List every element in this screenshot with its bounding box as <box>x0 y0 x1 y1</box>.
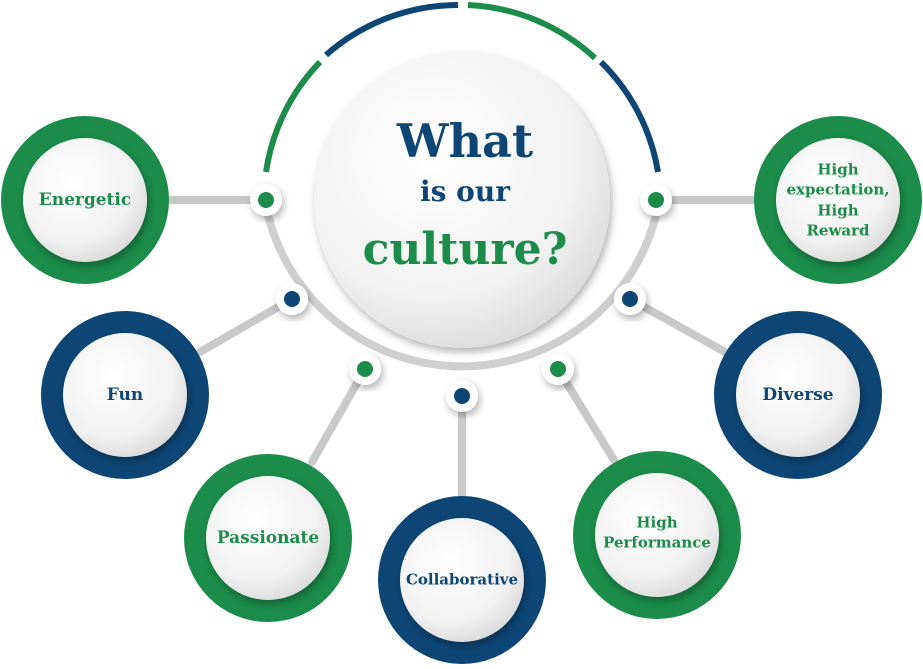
node-discs <box>1 116 922 664</box>
dot-collaborative <box>446 380 478 412</box>
connector-high-performance <box>554 365 618 464</box>
dot-high-performance <box>542 353 574 385</box>
dot-fun <box>276 283 308 315</box>
dot-diverse <box>614 283 646 315</box>
ring-segment-1 <box>324 2 459 58</box>
connectors <box>164 196 760 504</box>
node-collaborative <box>378 496 546 664</box>
node-fun <box>41 311 209 479</box>
center-disc <box>314 52 610 348</box>
center-title-line1: What <box>396 114 534 168</box>
label-passionate: Passionate <box>216 527 320 548</box>
dot-energetic <box>250 184 282 216</box>
label-fun: Fun <box>106 384 144 405</box>
node-diverse <box>714 311 882 479</box>
connector-passionate <box>308 365 369 466</box>
dot-passionate <box>349 353 381 385</box>
label-collaborative: Collaborative <box>405 570 519 589</box>
node-passionate <box>184 454 352 622</box>
ring-segment-4 <box>263 59 323 173</box>
ring-segment-3 <box>598 59 661 173</box>
connector-diverse <box>626 295 729 356</box>
ring-segment-2 <box>467 2 598 61</box>
label-energetic: Energetic <box>38 189 132 210</box>
center-title-line2: is our <box>420 175 510 208</box>
label-diverse: Diverse <box>762 384 834 405</box>
node-high-performance <box>573 451 741 619</box>
connector-fun <box>196 295 296 356</box>
node-energetic <box>1 116 169 284</box>
node-high-expectation <box>754 116 922 284</box>
ring-dots <box>250 184 672 412</box>
center-title-line3: culture? <box>362 224 568 275</box>
label-high-expectation: High expectation, High Reward <box>786 160 890 240</box>
dot-high-expectation <box>640 184 672 216</box>
label-high-performance: High Performance <box>603 513 711 552</box>
